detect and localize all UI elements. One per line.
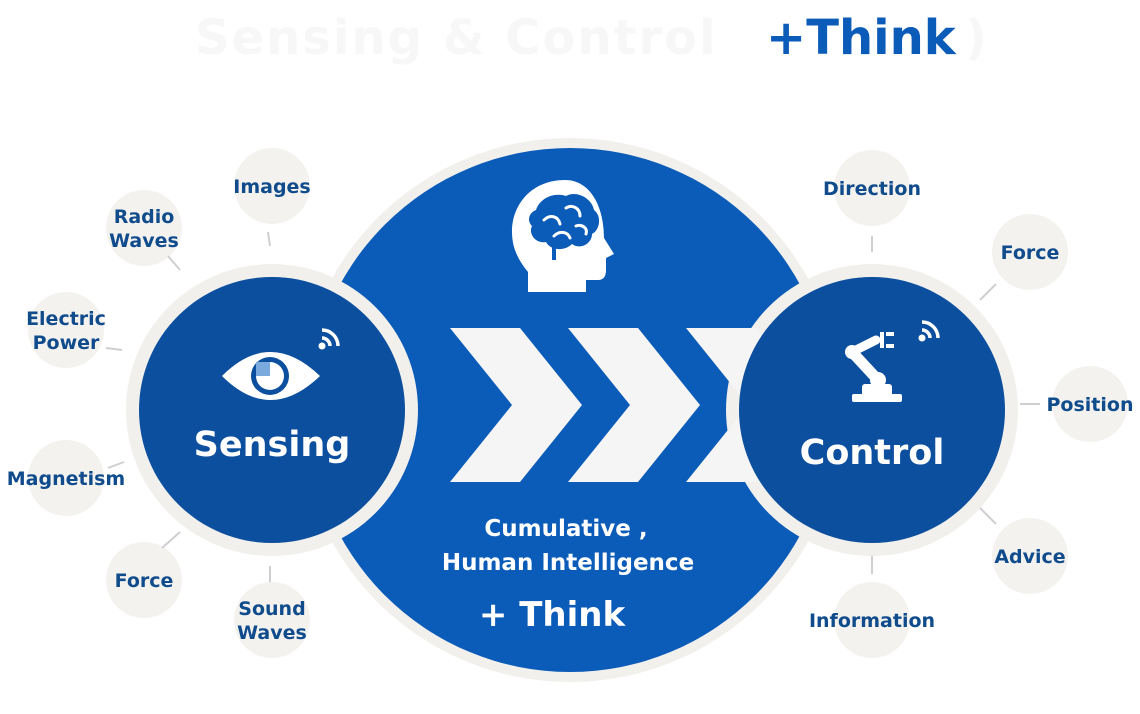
center-think: + Think [479,595,627,635]
label-force: Force [115,570,174,592]
bubble-magnetism [28,440,104,516]
bubble-position [1052,366,1128,442]
sensing-circle [139,277,405,543]
arrow-force [161,531,181,549]
center-text-line2: Human Intelligence [442,550,694,576]
title: Sensing & Control +Think ) [0,6,1140,76]
chevron-1 [450,328,582,482]
node-information: Information [809,556,935,658]
label-information: Information [809,610,935,632]
label-position: Position [1047,394,1134,416]
label-force: Force [1001,242,1060,264]
node-images: Images [233,148,311,247]
node-force: Force [106,531,182,618]
sensing-label: Sensing [194,425,351,465]
brain-head-icon [512,180,614,292]
title-light-text: Sensing & Control [195,10,718,66]
bubble-images [234,148,310,224]
label-magnetism: Magnetism [7,468,125,490]
arrow-radio-waves [167,255,181,271]
eye-icon [222,352,320,400]
center-text-line1: Cumulative , [484,516,647,542]
bubble-force [992,214,1068,290]
label-images: Images [233,176,310,198]
title-think-text: +Think [766,10,956,66]
node-position: Position [1020,366,1133,442]
bubble-radio-waves [106,190,182,266]
arrow-advice [979,507,997,525]
control-label: Control [800,433,945,473]
node-direction: Direction [823,150,921,252]
title-paren-text: ) [965,10,987,66]
bubble-force [106,542,182,618]
robot-arm-icon [845,332,902,402]
node-magnetism: Magnetism [7,440,125,516]
arrow-magnetism [107,461,125,469]
node-force: Force [979,214,1068,301]
wifi-signal-icon [318,328,340,350]
arrow-images [267,231,271,247]
bubble-advice [992,518,1068,594]
bubble-information [834,582,910,658]
label-direction: Direction [823,178,921,200]
chevron-arrows [450,328,818,482]
wifi-signal-icon [918,320,940,342]
bubble-electric-power [28,292,104,368]
arrow-force [979,283,997,301]
node-advice: Advice [979,507,1068,594]
label-advice: Advice [994,546,1065,568]
arrow-electric-power [105,347,123,351]
chevron-2 [568,328,700,482]
bubble-direction [834,150,910,226]
control-circle [739,277,1005,543]
bubble-sound-waves [234,582,310,658]
